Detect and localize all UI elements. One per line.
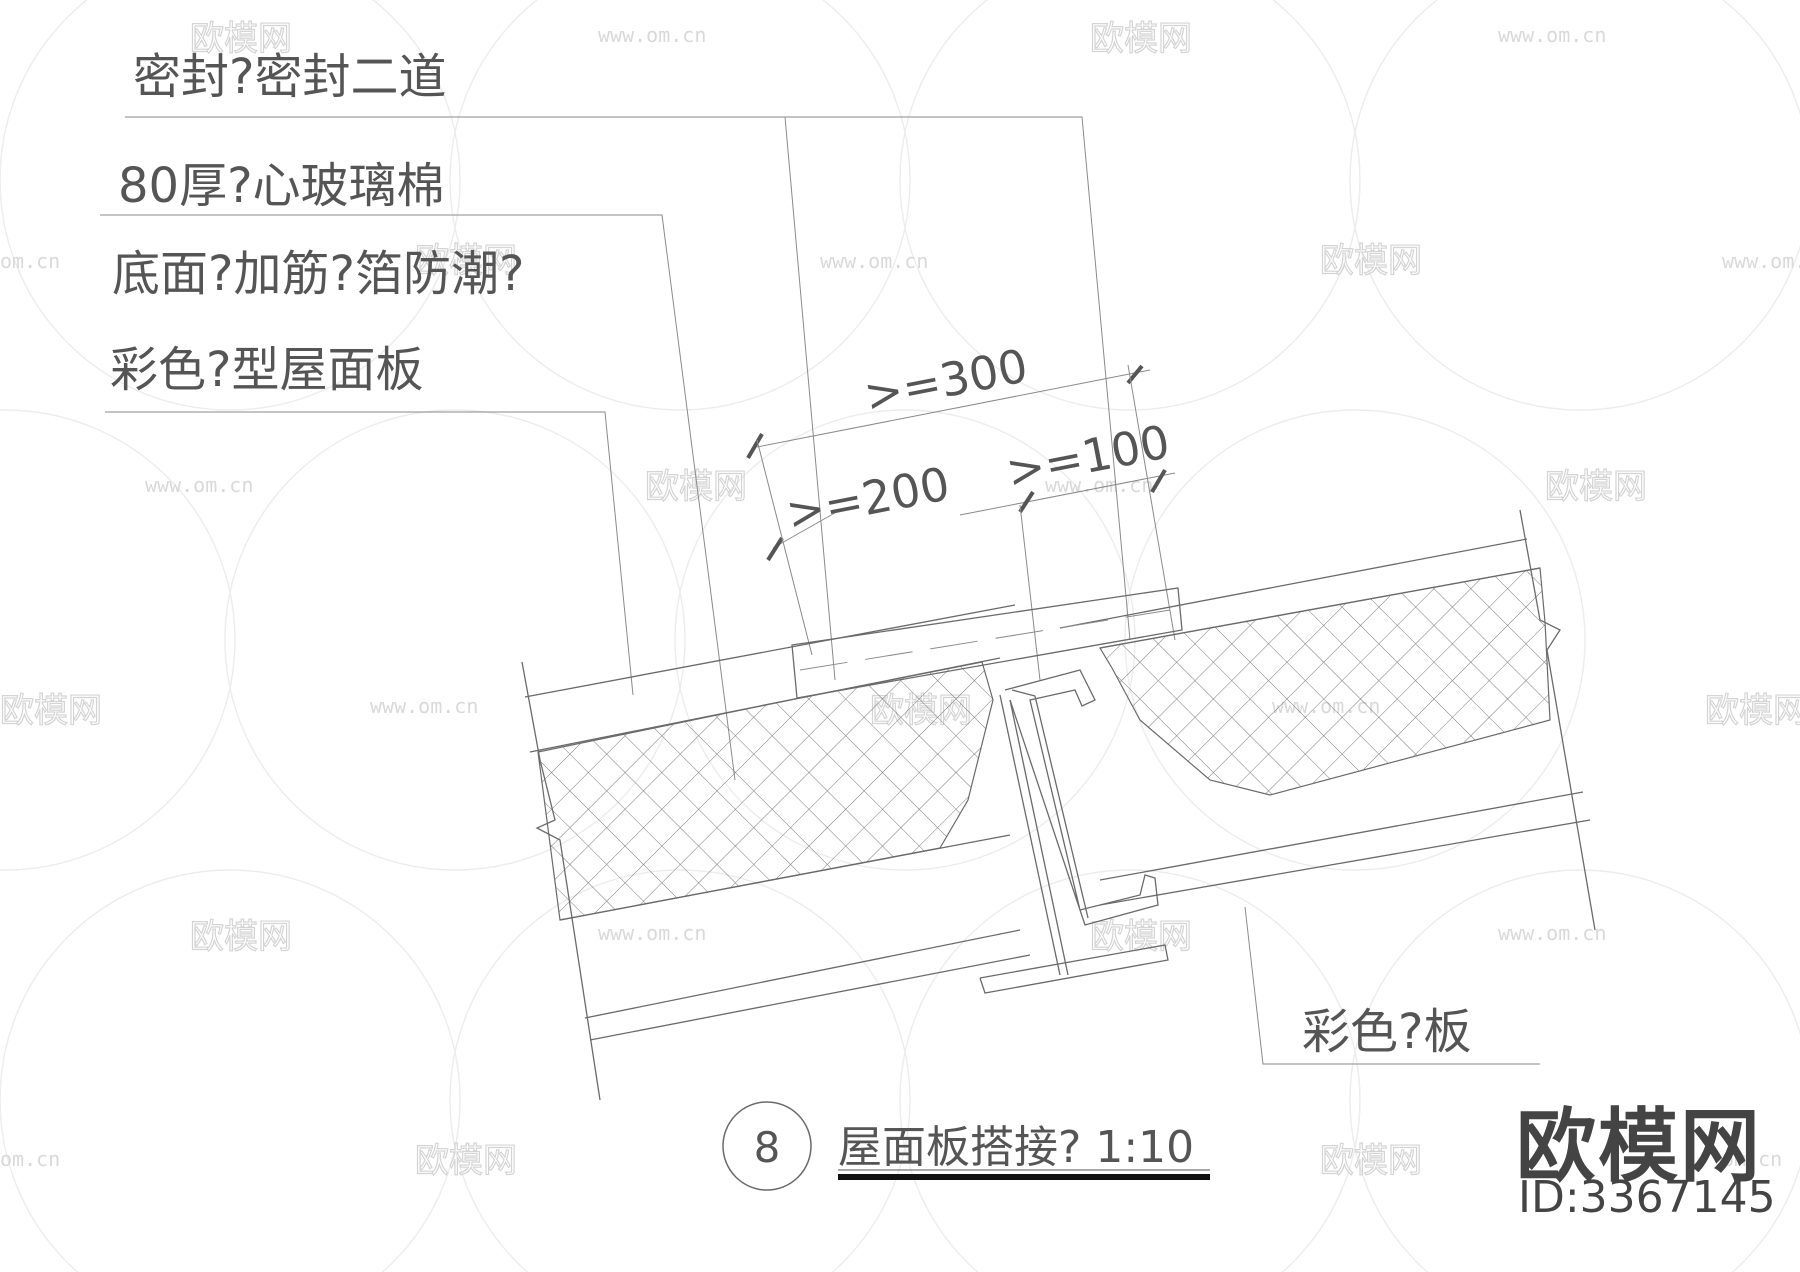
leader-lines: [100, 116, 1540, 1065]
right-panel-insulation: [1099, 567, 1551, 796]
right-panel-top-skin: [1059, 538, 1528, 629]
brand-logo: 欧模网: [1516, 1100, 1762, 1193]
watermark-url-5: www.om.cn: [1722, 249, 1800, 273]
svg-text:欧模网: 欧模网: [0, 691, 102, 731]
dimension-lines: >=300 >=200 >=100: [746, 338, 1176, 681]
right-panel-bottom-skin: [1099, 791, 1584, 881]
dim-300-tick-left: [746, 432, 764, 460]
leader-line-1: [125, 116, 1131, 641]
watermark-url-3: www.om.cn: [820, 249, 928, 273]
detail-title-text: 屋面板搭接? 1:10: [838, 1122, 1194, 1173]
left-panel-break-line: [521, 661, 601, 1101]
dim-100-tick-right: [1150, 468, 1167, 494]
watermark-url-11: www.om.cn: [1498, 921, 1606, 945]
purlin-web-right: [999, 694, 1061, 976]
dim-300-line: [756, 369, 1151, 448]
watermark-logo-7: 欧模网: [0, 690, 103, 731]
label-color-plate: 彩色?板: [1302, 1004, 1471, 1060]
watermark-logo-9: 欧模网: [1704, 690, 1800, 731]
watermark-url-6: www.om.cn: [145, 473, 253, 497]
left-panel-bottom-skin: [559, 834, 1011, 921]
svg-text:欧模网: 欧模网: [415, 1141, 517, 1181]
dim-200-line: [772, 509, 841, 549]
watermark-url-13: om.cn: [1722, 1147, 1782, 1171]
dim-100-tick-left: [1018, 490, 1035, 514]
z-purlin-outer: [1004, 669, 1159, 926]
watermark-logo-11: 欧模网: [1089, 916, 1192, 957]
watermark-logo-10: 欧模网: [189, 916, 292, 957]
svg-text:欧模网: 欧模网: [190, 19, 292, 59]
leader-line-4: [105, 411, 634, 696]
watermark-logo-4: 欧模网: [1319, 240, 1422, 281]
watermark-logo-12: 欧模网: [414, 1140, 517, 1181]
leader-line-2: [100, 214, 736, 781]
left-panel-top-skin-2: [529, 657, 1001, 753]
right-panel-liner: [1099, 819, 1591, 906]
roof-panel-right: [1059, 509, 1596, 931]
purlin-web-left: [1009, 699, 1069, 976]
purlin-section: [791, 587, 1183, 994]
detail-number: 8: [754, 1123, 781, 1172]
watermark-logo-5: 欧模网: [644, 466, 747, 507]
detail-number-circle: [722, 1101, 812, 1191]
watermark-url-1: www.om.cn: [598, 23, 706, 47]
left-panel-liner-2: [589, 954, 1031, 1041]
roof-panel-left: [521, 604, 1031, 1101]
leader-line-1-branch: [784, 116, 836, 681]
dim-200-text: >=200: [782, 456, 954, 540]
overlap-cap-plate: [791, 587, 1183, 699]
watermark-url-8: www.om.cn: [370, 694, 478, 718]
svg-text:欧模网: 欧模网: [415, 241, 517, 281]
watermark-url-12: om.cn: [0, 1147, 60, 1171]
dim-200-tick: [766, 536, 784, 562]
label-roof-panel: 彩色?型屋面板: [110, 342, 423, 398]
svg-text:欧模网: 欧模网: [1545, 467, 1647, 507]
watermark-url-10: www.om.cn: [598, 921, 706, 945]
leader-line-5: [1244, 906, 1540, 1065]
dim-100-line: [959, 472, 1176, 516]
label-glass-wool: 80厚?心玻璃棉: [118, 158, 445, 214]
detail-title: 8 屋面板搭接? 1:10: [722, 1101, 1210, 1191]
svg-text:欧模网: 欧模网: [1320, 241, 1422, 281]
svg-text:欧模网: 欧模网: [1705, 691, 1800, 731]
brand-id: ID:3367145: [1518, 1172, 1776, 1223]
svg-text:欧模网: 欧模网: [1090, 19, 1192, 59]
left-panel-top-skin: [524, 604, 1016, 698]
watermark-url-4: om.cn: [0, 249, 60, 273]
z-purlin-inner: [1011, 689, 1089, 919]
svg-text:欧模网: 欧模网: [1090, 917, 1192, 957]
right-panel-break-line: [1519, 509, 1596, 931]
label-foil-vapor-barrier: 底面?加筋?箔防潮?: [112, 246, 524, 302]
watermark-logo-13: 欧模网: [1319, 1140, 1422, 1181]
dim-ext-2: [1127, 364, 1176, 641]
watermark-logo-1: 欧模网: [189, 18, 292, 59]
svg-text:欧模网: 欧模网: [1320, 1141, 1422, 1181]
watermark-url-7: www.om.cn: [1045, 473, 1153, 497]
right-panel-top-skin-2: [1099, 567, 1541, 649]
watermark-url-2: www.om.cn: [1498, 23, 1606, 47]
label-sealant: 密封?密封二道: [133, 49, 446, 105]
watermark-logo-6: 欧模网: [1544, 466, 1647, 507]
svg-text:欧模网: 欧模网: [645, 467, 747, 507]
watermark-logo-3: 欧模网: [414, 240, 517, 281]
watermark-logo-2: 欧模网: [1089, 18, 1192, 59]
svg-text:欧模网: 欧模网: [190, 917, 292, 957]
left-panel-liner: [584, 929, 1021, 1019]
dim-ext-1: [756, 439, 813, 656]
purlin-base-plate: [979, 944, 1169, 994]
dim-ext-3: [1019, 504, 1041, 681]
